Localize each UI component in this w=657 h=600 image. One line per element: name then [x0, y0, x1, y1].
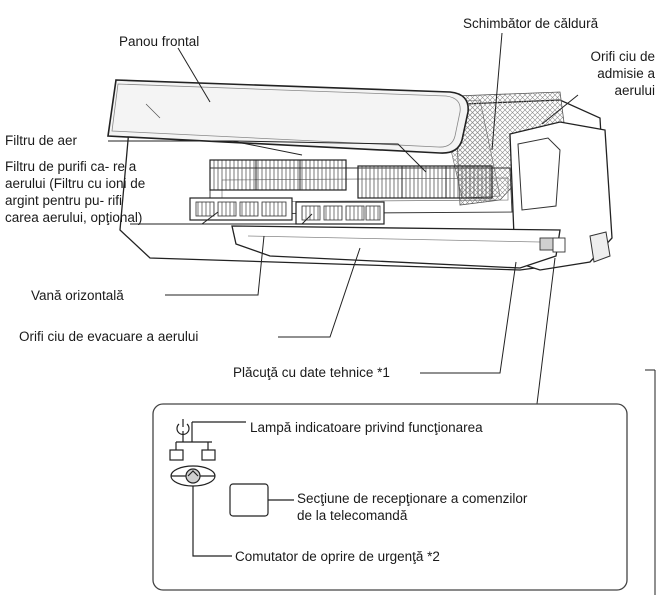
- purify-filter-label: Filtru de purifi ca- re a aerului (Filtr…: [5, 159, 146, 225]
- air-inlet-label: Orifi ciu de admisie a aerului: [590, 49, 655, 98]
- purify-filter-left: [189, 197, 293, 221]
- horizontal-louver-label: Vană orizontală: [31, 288, 124, 303]
- page-margin-line: [645, 369, 656, 595]
- purify-filter-right: [295, 201, 385, 225]
- callout-box: [152, 403, 628, 591]
- emergency-switch-label: Comutator de oprire de urgenţă *2: [235, 549, 440, 564]
- receiver-graphic: [552, 237, 566, 253]
- operation-lamp-label: Lampă indicatoare privind funcţionarea: [250, 420, 483, 435]
- nameplate-graphic: [539, 237, 555, 251]
- lamp-indicator-graphic: [169, 421, 246, 461]
- air-outlet-label: Orifi ciu de evacuare a aerului: [19, 329, 199, 344]
- receiver-label-line2: de la telecomandă: [297, 508, 408, 523]
- air-filter-label: Filtru de aer: [5, 133, 78, 148]
- leader-lines: [108, 32, 579, 413]
- front-panel-label: Panou frontal: [119, 34, 200, 49]
- receiver-label-line1: Secţiune de recepţionare a comenzilor: [297, 491, 528, 506]
- receiver-window-graphic: [229, 483, 294, 517]
- horizontal-louver: [231, 225, 561, 269]
- air-filter-left: [209, 159, 347, 191]
- front-panel-graphic: [107, 79, 469, 154]
- nameplate-label: Plăcuţă cu date tehnice *1: [233, 365, 390, 380]
- emergency-switch-graphic: [170, 465, 232, 557]
- heat-exchanger-label: Schimbător de căldură: [463, 16, 599, 31]
